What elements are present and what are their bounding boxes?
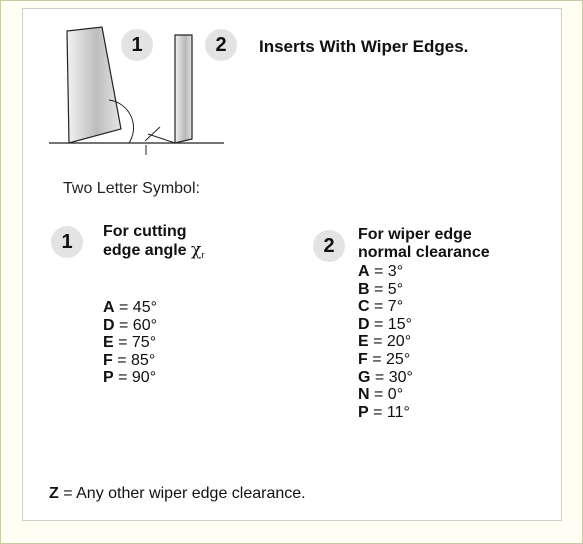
item-value: = 60° [114, 316, 157, 334]
item-value: = 25° [367, 350, 411, 368]
column-1-heading: For cutting edge angle χr [103, 223, 204, 264]
column-1-heading-line1: For cutting [103, 223, 187, 240]
item-value: = 3° [369, 263, 404, 280]
item-value: = 90° [113, 369, 157, 387]
insert-1-badge: 1 [121, 29, 153, 61]
list-item: A = 45° [103, 299, 157, 317]
item-letter: A [103, 299, 115, 316]
item-letter: D [103, 316, 115, 334]
footer-text: = Any other wiper edge clearance. [58, 485, 306, 502]
list-item: E = 75° [103, 334, 157, 352]
item-letter: D [358, 315, 370, 333]
item-letter: G [358, 368, 371, 386]
list-item: G = 30° [358, 369, 413, 387]
item-value: = 7° [369, 298, 404, 316]
list-item: E = 20° [358, 333, 413, 351]
list-item: B = 5° [358, 281, 413, 299]
footer-note: Z = Any other wiper edge clearance. [49, 485, 306, 503]
item-letter: F [103, 351, 113, 369]
item-value: = 45° [114, 299, 157, 316]
chi-symbol: χ [191, 240, 202, 260]
subtitle: Two Letter Symbol: [63, 180, 200, 197]
item-value: = 5° [369, 280, 404, 298]
item-letter: E [358, 333, 369, 351]
list-item: D = 60° [103, 317, 157, 335]
column-1-heading-text: edge angle [103, 242, 192, 259]
column-2-heading: For wiper edge normal clearance [358, 226, 490, 262]
item-letter: F [358, 350, 368, 368]
column-2-heading-line2: normal clearance [358, 244, 490, 261]
list-item: P = 11° [358, 404, 413, 422]
list-item: P = 90° [103, 369, 157, 387]
item-letter: C [358, 298, 370, 316]
item-letter: P [358, 403, 369, 421]
item-value: = 0° [369, 386, 404, 404]
insert-1-shape [66, 26, 122, 144]
insert-2-shape [174, 34, 193, 144]
item-letter: B [358, 280, 370, 298]
item-letter: N [358, 386, 370, 404]
item-letter: E [103, 334, 114, 352]
item-letter: P [103, 369, 114, 387]
item-value: = 85° [112, 351, 156, 369]
column-1-badge: 1 [51, 226, 83, 258]
list-item: N = 0° [358, 386, 413, 404]
list-item: A = 3° [358, 263, 413, 281]
column-2-badge: 2 [313, 230, 345, 262]
column-2-heading-line1: For wiper edge [358, 226, 472, 243]
item-letter: A [358, 263, 370, 280]
list-item: F = 85° [103, 352, 157, 370]
angle-arc [108, 99, 134, 144]
column-1-heading-line2: edge angle χr [103, 241, 204, 264]
footer-letter: Z [49, 485, 59, 502]
content-card: 1 2 Inserts With Wiper Edges. Two Letter… [22, 8, 562, 521]
insert-2-badge: 2 [205, 29, 237, 61]
list-item: C = 7° [358, 298, 413, 316]
wiper-clearance-list: A = 3°B = 5°C = 7°D = 15°E = 20°F = 25°G… [358, 263, 413, 421]
item-value: = 75° [113, 334, 157, 352]
clearance-tick [144, 126, 161, 142]
chi-subscript: r [201, 250, 205, 260]
list-item: D = 15° [358, 316, 413, 334]
item-value: = 11° [368, 403, 410, 421]
item-value: = 15° [369, 315, 412, 333]
item-value: = 30° [370, 368, 413, 386]
cutting-edge-angle-list: A = 45°D = 60°E = 75°F = 85°P = 90° [103, 299, 157, 387]
page-title: Inserts With Wiper Edges. [259, 37, 469, 56]
insert-diagram [49, 26, 224, 155]
list-item: F = 25° [358, 351, 413, 369]
item-value: = 20° [368, 333, 412, 351]
clearance-line [147, 133, 176, 144]
